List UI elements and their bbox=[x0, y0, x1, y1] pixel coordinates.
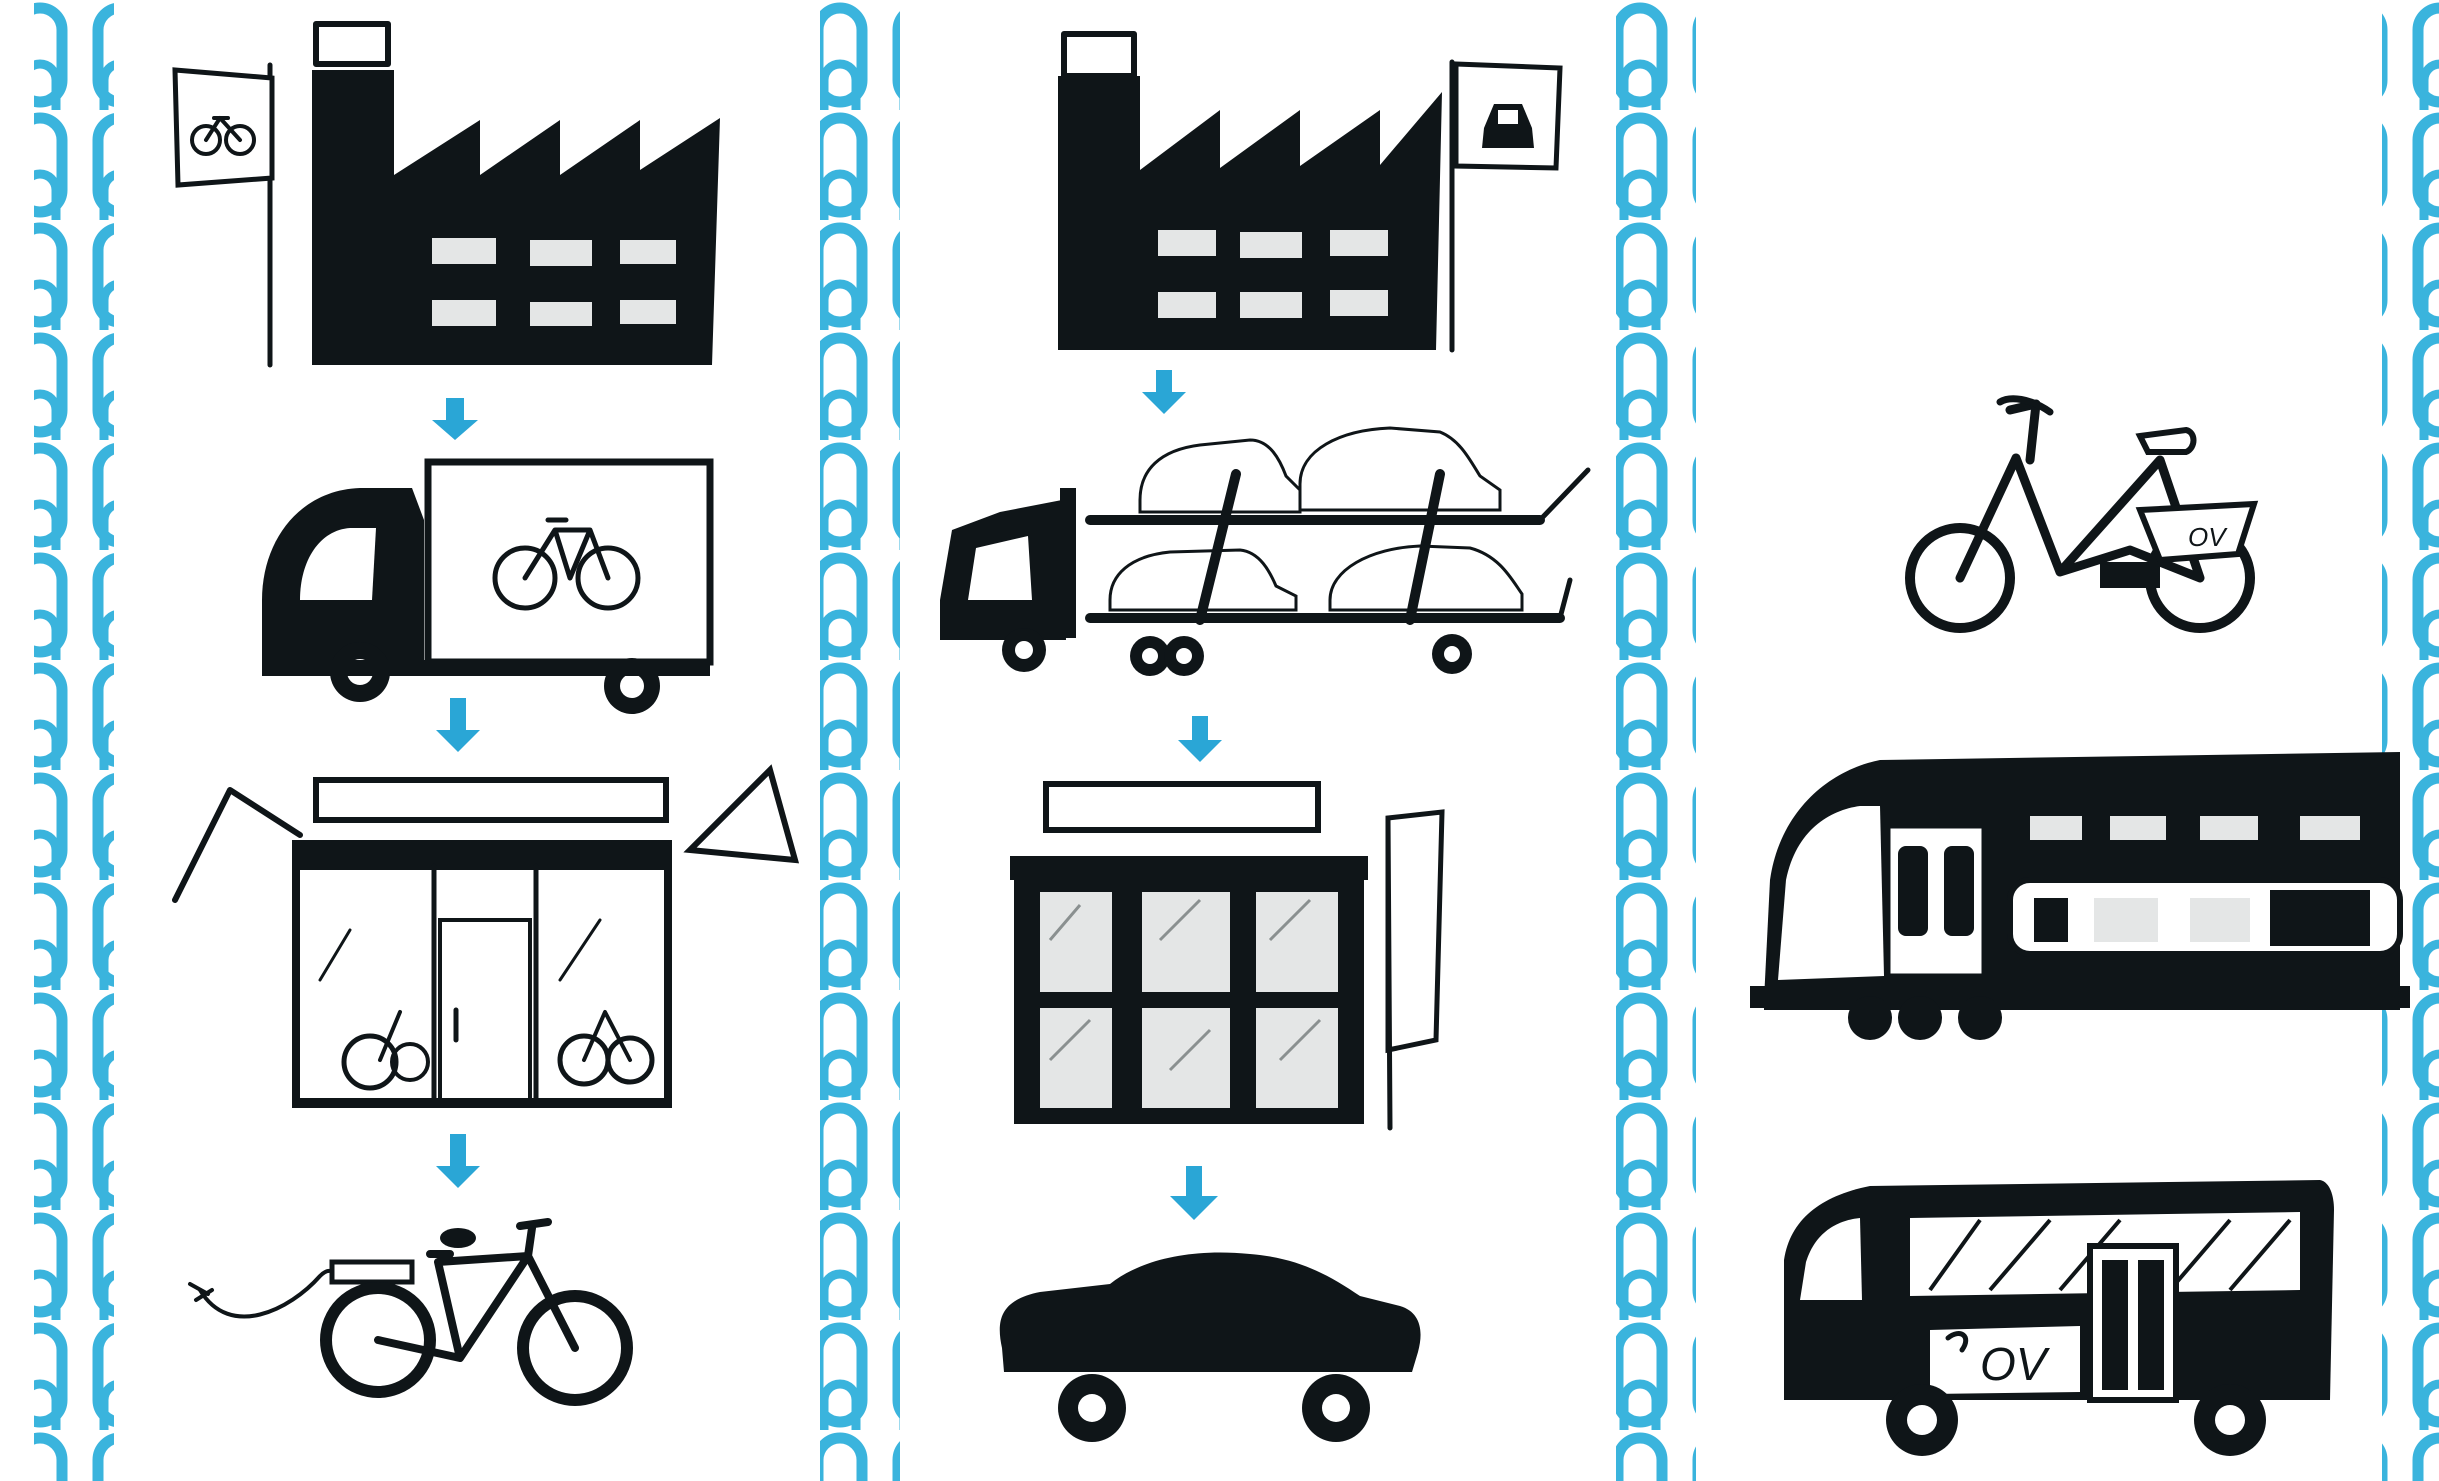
car-transporter-icon bbox=[940, 428, 1588, 676]
chain-left bbox=[34, 0, 114, 1481]
electric-bicycle-icon bbox=[190, 1222, 627, 1400]
chain-icon bbox=[1616, 0, 1696, 1481]
factory-icon bbox=[312, 24, 720, 365]
ov-bike-label: OV bbox=[2188, 522, 2228, 552]
factory-icon bbox=[1058, 34, 1442, 350]
ov-bicycle-icon: OV bbox=[1910, 399, 2254, 628]
car-dealership-icon bbox=[1010, 784, 1442, 1128]
column-public-transport: OV bbox=[1750, 399, 2410, 1456]
ov-bus-label: OV bbox=[1980, 1338, 2051, 1390]
arrow-down-icon bbox=[1170, 1166, 1218, 1220]
column-car-chain bbox=[940, 34, 1588, 1442]
chain-icon bbox=[34, 0, 114, 1481]
bicycle-shop-icon bbox=[175, 770, 795, 1108]
arrow-down-icon bbox=[436, 698, 480, 752]
bus-icon: OV bbox=[1784, 1180, 2334, 1456]
car-icon bbox=[1000, 1252, 1421, 1442]
chain-mid-right bbox=[1616, 0, 1696, 1481]
delivery-truck-icon bbox=[262, 462, 710, 714]
column-bicycle-chain bbox=[175, 24, 795, 1400]
arrow-down-icon bbox=[432, 398, 478, 440]
arrow-down-icon bbox=[1142, 370, 1186, 414]
bicycle-flag-icon bbox=[175, 65, 272, 365]
train-icon bbox=[1750, 752, 2410, 1040]
chain-icon bbox=[820, 0, 900, 1481]
chain-mid-left bbox=[820, 0, 900, 1481]
chain-icon bbox=[2382, 0, 2439, 1481]
chain-right bbox=[2382, 0, 2439, 1481]
arrow-down-icon bbox=[1178, 716, 1222, 762]
arrow-down-icon bbox=[436, 1134, 480, 1188]
car-flag-icon bbox=[1452, 62, 1560, 350]
